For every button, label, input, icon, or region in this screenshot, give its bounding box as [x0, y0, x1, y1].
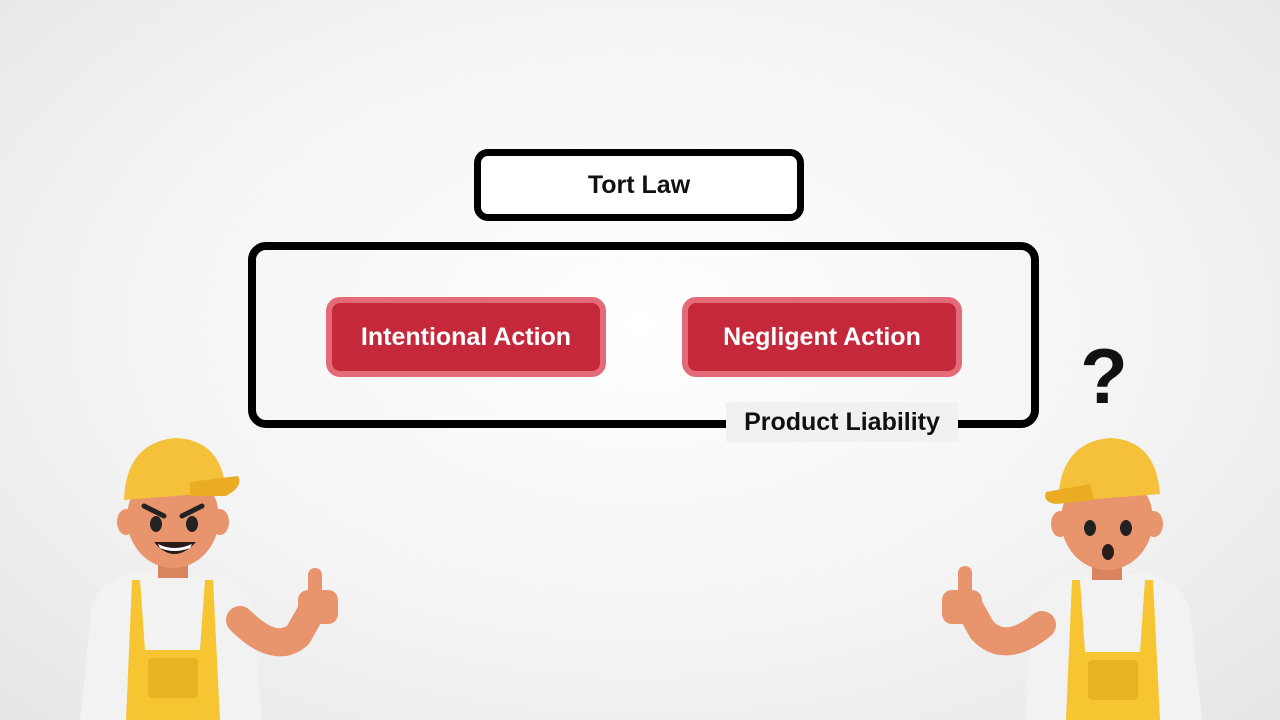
item-negligent-action: Negligent Action: [682, 297, 962, 377]
group-label: Product Liability: [726, 402, 958, 442]
root-node-label: Tort Law: [587, 170, 691, 199]
item-label: Negligent Action: [723, 322, 921, 351]
confused-worker-illustration: [942, 438, 1202, 720]
item-label: Intentional Action: [360, 322, 572, 351]
group-container-product-liability: [248, 242, 1039, 428]
question-mark-icon: ?: [1080, 332, 1128, 420]
item-intentional-action: Intentional Action: [326, 297, 606, 377]
confident-worker-illustration: [80, 438, 338, 720]
root-node-tort-law: Tort Law: [474, 149, 804, 221]
